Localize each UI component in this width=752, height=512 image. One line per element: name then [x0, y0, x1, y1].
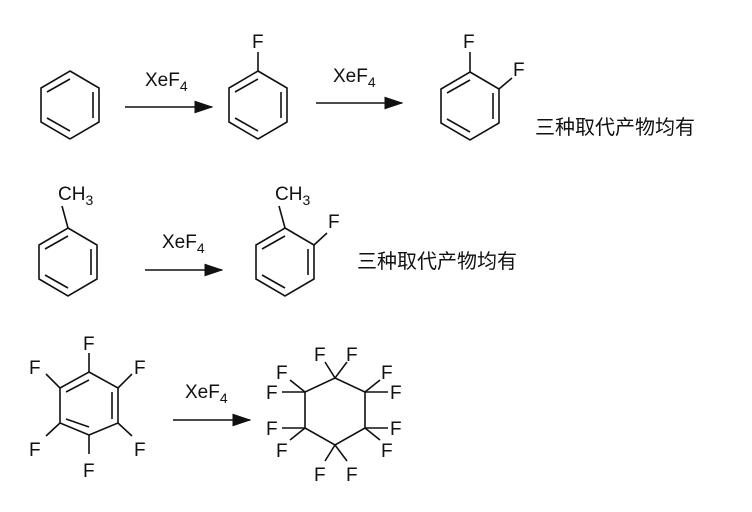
- svg-text:F: F: [314, 345, 326, 366]
- svg-text:F: F: [83, 461, 95, 482]
- svg-text:F: F: [390, 419, 402, 440]
- svg-text:F: F: [134, 440, 146, 461]
- svg-text:F: F: [381, 363, 393, 384]
- svg-text:F: F: [29, 440, 41, 461]
- svg-text:F: F: [513, 60, 525, 81]
- svg-text:F: F: [266, 383, 278, 404]
- svg-text:F: F: [463, 32, 475, 53]
- fluorotoluene: CH3 F: [255, 184, 340, 297]
- svg-text:F: F: [266, 419, 278, 440]
- svg-text:CH3: CH3: [275, 184, 310, 208]
- svg-text:F: F: [390, 383, 402, 404]
- svg-text:F: F: [328, 212, 340, 233]
- difluorobenzene: F F: [440, 32, 525, 141]
- svg-text:F: F: [29, 358, 41, 379]
- toluene: CH3: [38, 184, 98, 297]
- svg-text:F: F: [252, 32, 264, 53]
- svg-text:F: F: [314, 465, 326, 486]
- note-all-substitution-products: 三种取代产物均有: [535, 116, 695, 139]
- reaction-arrow-3: XeF4: [145, 232, 224, 277]
- svg-text:F: F: [134, 358, 146, 379]
- hexafluorobenzene: F F F F F F: [29, 334, 146, 482]
- note-all-substitution-products: 三种取代产物均有: [357, 250, 517, 273]
- svg-text:F: F: [381, 441, 393, 462]
- svg-text:F: F: [83, 334, 95, 355]
- reaction-arrow-1: XeF4: [125, 70, 214, 114]
- svg-text:F: F: [346, 345, 358, 366]
- svg-text:XeF4: XeF4: [162, 232, 205, 256]
- svg-text:F: F: [346, 465, 358, 486]
- fluorobenzene: F: [228, 32, 288, 140]
- reaction-arrow-4: XeF4: [173, 382, 252, 427]
- svg-text:XeF4: XeF4: [333, 66, 376, 90]
- svg-text:F: F: [276, 441, 288, 462]
- svg-text:XeF4: XeF4: [145, 70, 188, 94]
- svg-text:XeF4: XeF4: [185, 382, 228, 406]
- perfluorocyclohexane: F F F F F F F F F F F F: [266, 345, 402, 486]
- reaction-arrow-2: XeF4: [316, 66, 404, 110]
- svg-text:CH3: CH3: [58, 184, 93, 208]
- benzene: [40, 70, 100, 140]
- svg-text:F: F: [276, 363, 288, 384]
